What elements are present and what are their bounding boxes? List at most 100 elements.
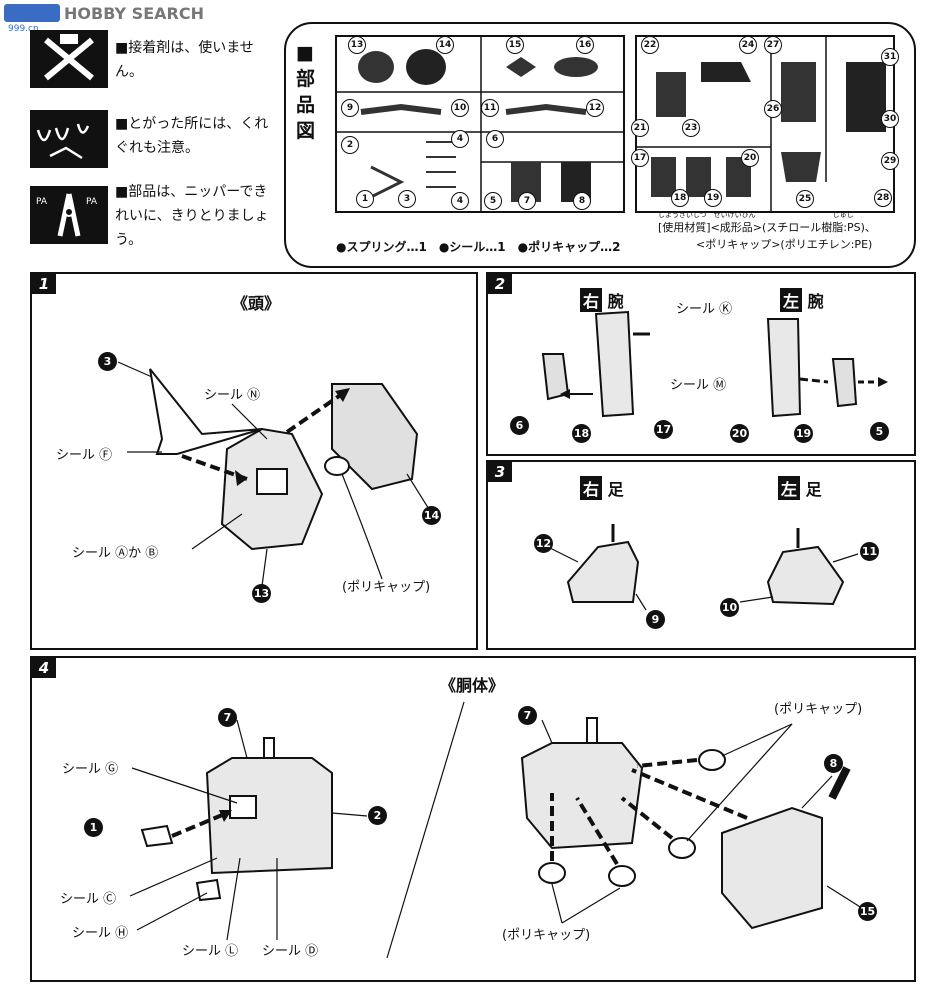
sprue-b-num-29: 29 <box>881 152 899 170</box>
sprue-b-num-20: 20 <box>741 149 759 167</box>
step-1-title: 《頭》 <box>232 294 281 313</box>
step-1-part-14: 14 <box>422 506 441 525</box>
sprue-a-num-3: 3 <box>398 190 416 208</box>
feet-illustration <box>549 524 859 611</box>
step-1-seal-f: シール Ⓕ <box>56 448 113 463</box>
sprue-b-num-22: 22 <box>641 36 659 54</box>
step-2-seal-m: シール Ⓜ <box>670 378 727 393</box>
step-4-seal-c: シール Ⓒ <box>60 892 117 907</box>
sprue-a-num-12: 12 <box>586 99 604 117</box>
extras-line: ●スプリング…1 ●シール…1 ●ポリキャップ…2 <box>336 240 621 254</box>
step-3-left-label: 足 <box>805 480 822 499</box>
material-line-1: [使用材質]<成形品>(スチロール樹脂:PS)、 <box>658 221 876 234</box>
step-2-seal-k: シール Ⓚ <box>676 302 733 317</box>
step-3-part-10: 10 <box>720 598 739 617</box>
svg-text:PA: PA <box>86 197 98 207</box>
material-line-2: <ポリキャップ>(ポリエチレン:PE) <box>696 238 873 251</box>
sprue-b-num-24: 24 <box>739 36 757 54</box>
sprue-a-num-6: 6 <box>486 130 504 148</box>
sprue-b-num-18: 18 <box>671 189 689 207</box>
step-4-part-7b: 7 <box>518 706 537 725</box>
step-1-seal-ab: シール Ⓐか Ⓑ <box>72 546 159 561</box>
nipper-icon: PA PA <box>30 186 108 244</box>
material-ruby: しようざいしつ せいけいひん じゅし <box>658 211 854 219</box>
sprue-b-num-19: 19 <box>704 189 722 207</box>
sprue-b-num-28: 28 <box>874 189 892 207</box>
step-3-part-9: 9 <box>646 610 665 629</box>
sprue-a-num-15: 15 <box>506 36 524 54</box>
step-3-part-12: 12 <box>534 534 553 553</box>
sprue-a-num-13: 13 <box>348 36 366 54</box>
step-1-panel: 1 《頭》 3 13 14 シール Ⓝ シール Ⓕ シール Ⓐか Ⓑ (ポリキャ… <box>30 272 478 650</box>
step-4-seal-d: シール Ⓓ <box>262 944 319 959</box>
sprue-a-num-1: 1 <box>356 190 374 208</box>
step-4-panel: 4 《胴体》 7 1 <box>30 656 916 982</box>
step-4-title: 《胴体》 <box>440 676 505 695</box>
step-4-part-1: 1 <box>84 818 103 837</box>
step-2-part-6: 6 <box>510 416 529 435</box>
step-1-seal-n: シール Ⓝ <box>204 388 261 403</box>
step-1-part-13: 13 <box>252 584 271 603</box>
sprue-b-frame <box>635 35 895 213</box>
step-2-left-label: 腕 <box>807 292 824 311</box>
watermark-site: 999.cn <box>8 24 39 34</box>
step-1-part-3: 3 <box>98 352 117 371</box>
step-4-polycap-top: (ポリキャップ) <box>774 702 863 717</box>
sprue-a-num-11: 11 <box>481 99 499 117</box>
sprue-a-num-16: 16 <box>576 36 594 54</box>
step-2-right-heading: 右 腕 <box>580 288 624 312</box>
step-3-part-11: 11 <box>860 542 879 561</box>
parts-diagram: ■部品図 13 14 15 16 9 10 11 12 2 4 6 1 3 4 … <box>284 22 916 268</box>
step-4-part-2: 2 <box>368 806 387 825</box>
watermark-brand: HOBBY SEARCH <box>64 4 204 23</box>
step-4-seal-g: シール Ⓖ <box>62 762 119 777</box>
step-4-part-7a: 7 <box>218 708 237 727</box>
sprue-a-num-7: 7 <box>518 192 536 210</box>
sprue-a-num-2: 2 <box>341 136 359 154</box>
watermark-logo-icon <box>4 4 60 22</box>
svg-text:PA: PA <box>36 197 48 207</box>
step-3-left-heading: 左 足 <box>778 476 822 500</box>
step-3-right-char: 右 <box>580 476 603 500</box>
step-2-left-heading: 左 腕 <box>780 288 824 312</box>
sprue-a-num-14: 14 <box>436 36 454 54</box>
step-4-number: 4 <box>32 658 56 678</box>
sprue-b-num-27: 27 <box>764 36 782 54</box>
sprue-a-num-4b: 4 <box>451 192 469 210</box>
step-2-part-17: 17 <box>654 420 673 439</box>
step-2-panel: 2 右 腕 左 腕 6 18 17 20 19 5 シール Ⓚ シール Ⓜ <box>486 272 916 456</box>
step-2-number: 2 <box>488 274 512 294</box>
torso-illustration <box>129 701 866 959</box>
sprue-b-num-30: 30 <box>881 110 899 128</box>
sprue-b-num-26: 26 <box>764 100 782 118</box>
sprue-b-num-17: 17 <box>631 149 649 167</box>
sprue-a-num-4a: 4 <box>451 130 469 148</box>
warning-text-glue: ■接着剤は、使いません。 <box>115 40 254 80</box>
step-1-number: 1 <box>32 274 56 294</box>
sprue-b-num-21: 21 <box>631 119 649 137</box>
sprue-a-num-10: 10 <box>451 99 469 117</box>
parts-diagram-title: ■部品図 <box>296 42 316 142</box>
sprue-a-num-8: 8 <box>573 192 591 210</box>
step-2-part-18: 18 <box>572 424 591 443</box>
step-4-part-15: 15 <box>858 902 877 921</box>
step-4-polycap-bottom: (ポリキャップ) <box>502 928 591 943</box>
sprue-a-num-5: 5 <box>484 192 502 210</box>
step-3-number: 3 <box>488 462 512 482</box>
step-2-part-19: 19 <box>794 424 813 443</box>
step-3-left-char: 左 <box>778 476 801 500</box>
step-2-right-char: 右 <box>580 288 603 312</box>
step-4-part-8: 8 <box>824 754 843 773</box>
step-2-left-char: 左 <box>780 288 803 312</box>
step-2-right-label: 腕 <box>607 292 624 311</box>
step-4-seal-h: シール Ⓗ <box>72 926 129 941</box>
sprue-a-num-9: 9 <box>341 99 359 117</box>
step-2-part-5: 5 <box>870 422 889 441</box>
step-3-right-heading: 右 足 <box>580 476 624 500</box>
sprue-a-frame <box>335 35 625 213</box>
step-4-seal-l: シール Ⓛ <box>182 944 239 959</box>
no-glue-icon <box>30 30 108 88</box>
step-1-polycap: (ポリキャップ) <box>342 580 431 595</box>
warning-text-nipper: ■部品は、ニッパーできれいに、きりとりましょう。 <box>115 184 269 248</box>
head-illustration <box>117 361 433 587</box>
